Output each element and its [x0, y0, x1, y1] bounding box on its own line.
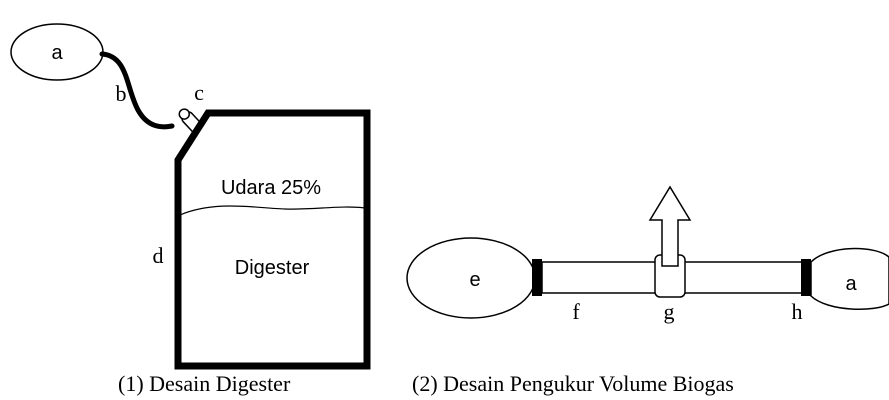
clamp-left	[532, 259, 542, 296]
liquid-surface-line	[179, 205, 366, 216]
arrow-up	[648, 185, 692, 267]
label-a-top: a	[51, 42, 63, 64]
label-c: c	[194, 80, 204, 105]
label-g: g	[664, 299, 675, 324]
figure-digester: a b c Udara 25% Digester d (1) Desain Di…	[10, 23, 371, 396]
label-a-right: a	[845, 273, 857, 295]
label-e: e	[469, 269, 480, 291]
caption-figure-1: (1) Desain Digester	[118, 371, 291, 396]
clamp-right-h	[801, 259, 811, 296]
hose-b	[99, 51, 175, 130]
digester-region-label: Digester	[235, 257, 310, 279]
caption-figure-2: (2) Desain Pengukur Volume Biogas	[412, 371, 734, 396]
label-d: d	[153, 243, 164, 268]
digester-tank	[174, 109, 371, 370]
label-b: b	[116, 81, 127, 106]
label-h: h	[792, 299, 803, 324]
air-region-label: Udara 25%	[221, 177, 321, 199]
gas-bag-a-right	[810, 247, 889, 310]
figure-biogas-meter: e a f g h (2) Desain Pengukur Volume Bio…	[406, 185, 889, 396]
label-f: f	[572, 299, 580, 324]
